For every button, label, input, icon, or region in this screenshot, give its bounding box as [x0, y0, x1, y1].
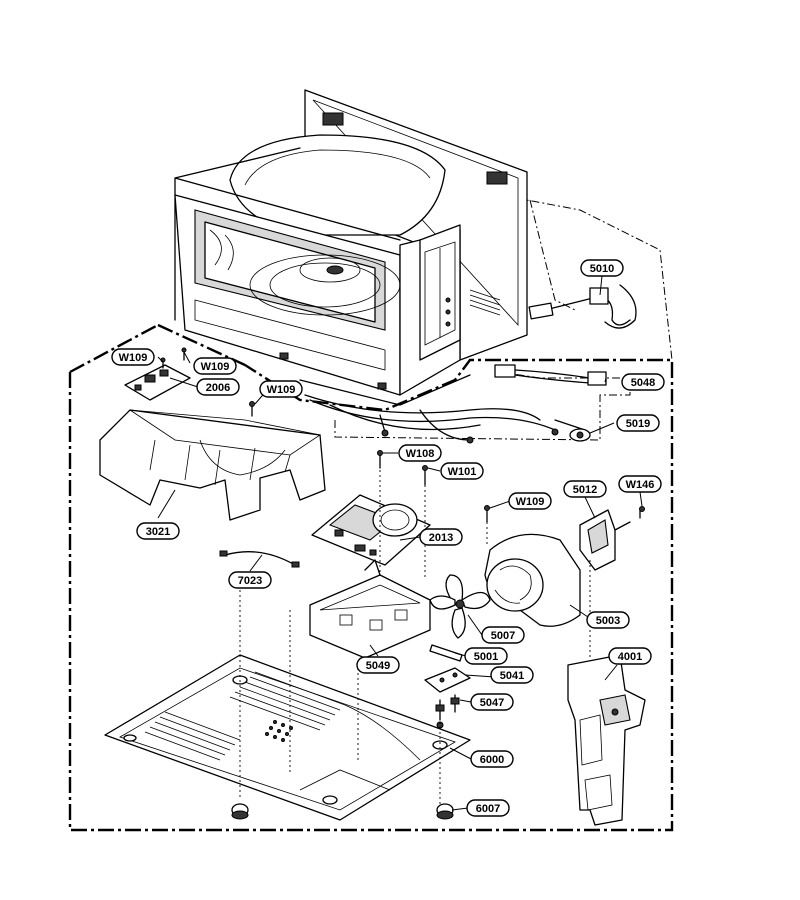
callout-label: 6007 [476, 803, 500, 815]
callout-label: W108 [406, 448, 435, 460]
callout-5019: 5019 [616, 414, 660, 432]
callout-label: 5019 [626, 418, 650, 430]
callout-6000: 6000 [470, 750, 514, 768]
callout-4001: 4001 [608, 647, 652, 665]
part-3021-air-guide [99, 409, 326, 521]
callout-pill [563, 480, 607, 498]
part-5007-fan-blade [429, 574, 491, 639]
callout-label: W101 [448, 466, 477, 478]
part-5012-motor-bracket [579, 509, 631, 571]
callout-5007: 5007 [481, 626, 525, 644]
callout-pill [356, 656, 400, 674]
callout-5012: 5012 [563, 480, 607, 498]
callout-label: 5049 [366, 660, 390, 672]
callout-2006: 2006 [196, 378, 240, 396]
callout-label: W109 [516, 496, 545, 508]
callout-pill [618, 475, 662, 493]
oven-cavity-assembly [174, 89, 528, 406]
assembly-boundary [68, 323, 674, 832]
callout-pill [621, 373, 665, 391]
callout-pill [616, 414, 660, 432]
callout-5049: 5049 [356, 656, 400, 674]
part-2013-inverter-board [311, 494, 431, 566]
callout-pill [481, 626, 525, 644]
part-5019-sensor [554, 419, 591, 442]
callout-pill [136, 522, 180, 540]
callout-label: W109 [119, 352, 148, 364]
part-7023-wire [219, 550, 300, 568]
part-6000-base-plate [104, 654, 471, 821]
callout-label: W146 [626, 479, 655, 491]
alignment-guides [239, 465, 591, 805]
part-5048-harness [494, 364, 607, 386]
callout-label: 5041 [500, 670, 524, 682]
callout-pill [466, 799, 510, 817]
guide-line-5010 [499, 194, 673, 361]
callout-w109: W109 [111, 348, 155, 366]
callout-w146: W146 [618, 475, 662, 493]
callout-3021: 3021 [136, 522, 180, 540]
callout-2013: 2013 [419, 528, 463, 546]
callout-pill [259, 380, 303, 398]
callout-5010: 5010 [580, 259, 624, 277]
callout-label: 5012 [573, 484, 597, 496]
callout-pill [419, 528, 463, 546]
part-5003-fan-housing [484, 533, 581, 627]
callout-pill [508, 492, 552, 510]
callout-label: W109 [201, 361, 230, 373]
screws [249, 401, 645, 523]
callout-w108: W108 [398, 444, 442, 462]
callout-5047: 5047 [470, 693, 514, 711]
callout-label: W109 [267, 384, 296, 396]
callout-pill [490, 666, 534, 684]
callout-w109: W109 [508, 492, 552, 510]
callout-pill [586, 611, 630, 629]
part-2006-board [124, 347, 191, 401]
callout-label: 7023 [238, 575, 262, 587]
part-5010-cord-switch [528, 284, 637, 329]
leader-lines [157, 275, 643, 811]
callout-6007: 6007 [466, 799, 510, 817]
callout-w109: W109 [259, 380, 303, 398]
callout-pill [608, 647, 652, 665]
callout-label: 5047 [480, 697, 504, 709]
callout-label: 2013 [429, 532, 453, 544]
callout-label: 5010 [590, 263, 614, 275]
small-parts-5001-5041-5047 [424, 644, 471, 729]
callout-5041: 5041 [490, 666, 534, 684]
callout-label: 6000 [480, 754, 504, 766]
callout-label: 5003 [596, 615, 620, 627]
wire-harness [304, 394, 559, 444]
callout-w109: W109 [193, 357, 237, 375]
callout-5003: 5003 [586, 611, 630, 629]
callout-label: 2006 [206, 382, 230, 394]
callout-label: 5001 [474, 651, 498, 663]
part-5049-bracket [309, 559, 431, 659]
callout-label: 4001 [618, 651, 642, 663]
part-4001-latch-bracket [567, 654, 646, 826]
callout-pill [464, 647, 508, 665]
callout-w101: W101 [440, 462, 484, 480]
harness-boundary [334, 371, 631, 441]
callout-7023: 7023 [228, 571, 272, 589]
callout-pill [228, 571, 272, 589]
callout-pill [440, 462, 484, 480]
callout-pill [470, 693, 514, 711]
callout-pill [193, 357, 237, 375]
callout-pill [398, 444, 442, 462]
callout-pill [580, 259, 624, 277]
callout-pill [196, 378, 240, 396]
callout-label: 5007 [491, 630, 515, 642]
callout-5001: 5001 [464, 647, 508, 665]
callout-pill [470, 750, 514, 768]
callout-5048: 5048 [621, 373, 665, 391]
callout-label: 3021 [146, 526, 170, 538]
callout-label: 5048 [631, 377, 655, 389]
callout-pill [111, 348, 155, 366]
